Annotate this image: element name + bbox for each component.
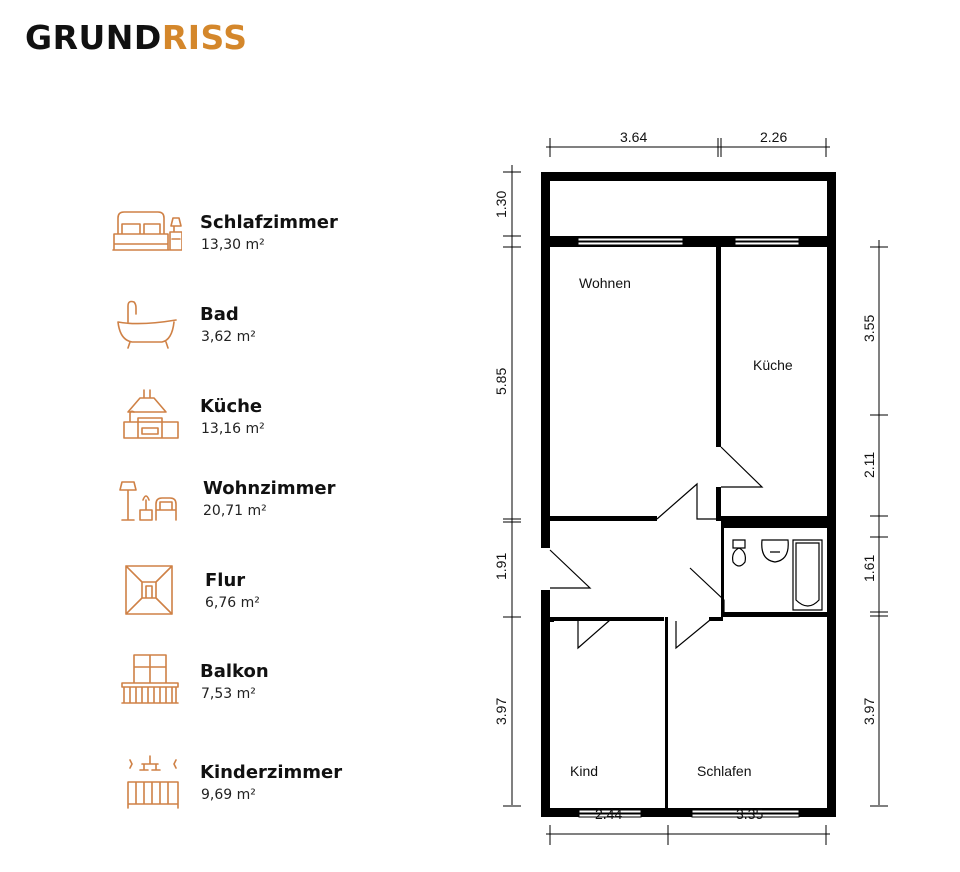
title-part-2: RISS — [161, 18, 248, 57]
bathtub-fixture-icon — [792, 539, 823, 611]
dimension-labels: 3.64 2.26 2.44 3.35 1.30 5.85 1.91 3.97 … — [493, 129, 877, 822]
bathroom-fixtures — [732, 539, 823, 611]
room-name: Kinderzimmer — [200, 762, 343, 783]
balcony-icon — [121, 654, 179, 704]
dim-right-4: 3.97 — [861, 698, 877, 725]
hallway-icon — [125, 565, 173, 615]
room-name: Wohnzimmer — [203, 478, 336, 499]
bed-icon — [112, 211, 182, 251]
room-labels: Wohnen Küche Kind Schlafen — [570, 275, 793, 779]
dim-right-1: 3.55 — [861, 315, 877, 342]
living-room-icon — [119, 481, 177, 521]
room-name: Balkon — [200, 661, 269, 682]
room-area: 13,30 m² — [201, 237, 265, 253]
room-name: Küche — [200, 396, 263, 417]
room-name: Bad — [200, 304, 239, 325]
crib-icon — [127, 755, 179, 809]
door-swings — [549, 446, 764, 650]
legend-item-bad: Bad 3,62 m² — [110, 300, 410, 374]
legend-item-schlafzimmer: Schlafzimmer 13,30 m² — [110, 211, 410, 282]
dim-bottom-1: 2.44 — [595, 806, 622, 822]
dim-top-1: 3.64 — [620, 129, 647, 145]
page-title: GRUNDRISS — [25, 18, 248, 57]
kitchen-icon — [123, 389, 179, 439]
dim-bottom-2: 3.35 — [736, 806, 763, 822]
legend-item-wohnzimmer: Wohnzimmer 20,71 m² — [110, 478, 410, 548]
title-part-1: GRUND — [25, 18, 162, 57]
room-name: Schlafzimmer — [200, 212, 338, 233]
dim-left-1: 1.30 — [493, 191, 509, 218]
label-kueche: Küche — [753, 357, 793, 373]
label-wohnen: Wohnen — [579, 275, 631, 291]
dim-left-3: 1.91 — [493, 553, 509, 580]
legend-item-balkon: Balkon 7,53 m² — [110, 654, 410, 731]
bathtub-icon — [117, 300, 177, 349]
room-area: 6,76 m² — [205, 595, 260, 611]
dim-right-2: 2.11 — [861, 452, 877, 478]
room-area: 13,16 m² — [201, 421, 265, 437]
dim-top-2: 2.26 — [760, 129, 787, 145]
sink-icon — [761, 539, 789, 563]
label-schlafen: Schlafen — [697, 763, 751, 779]
dimension-lines — [503, 138, 888, 845]
dim-right-3: 1.61 — [861, 555, 877, 582]
room-area: 20,71 m² — [203, 503, 267, 519]
room-name: Flur — [205, 570, 246, 591]
toilet-icon — [732, 539, 746, 567]
legend-item-flur: Flur 6,76 m² — [110, 565, 410, 640]
windows — [577, 237, 800, 818]
room-area: 9,69 m² — [201, 787, 256, 803]
dim-left-2: 5.85 — [493, 368, 509, 395]
room-area: 7,53 m² — [201, 686, 256, 702]
room-area: 3,62 m² — [201, 329, 256, 345]
label-kind: Kind — [570, 763, 598, 779]
walls — [541, 172, 836, 817]
dim-left-4: 3.97 — [493, 698, 509, 725]
legend-item-kueche: Küche 13,16 m² — [110, 389, 410, 466]
legend-item-kinderzimmer: Kinderzimmer 9,69 m² — [110, 755, 410, 832]
